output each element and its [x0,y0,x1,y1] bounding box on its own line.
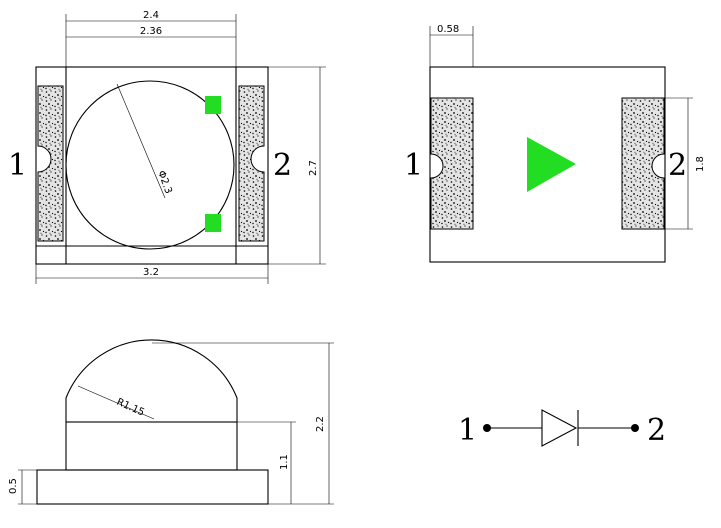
side-view: R1.15 2.2 1.1 0.5 [8,339,334,505]
diode-schematic: 1 2 [458,409,666,448]
dim-label-2-2: 2.2 [315,416,326,432]
bottom-pin-2-label: 2 [668,148,687,183]
dim-label-2-36: 2.36 [140,26,162,37]
bottom-pin-1-label: 1 [404,148,423,183]
top-pin-1-label: 1 [8,148,27,183]
dim-label-1-1: 1.1 [279,454,290,470]
top-view-outline [35,66,269,265]
side-radius-line [77,385,155,420]
side-body [65,421,238,471]
diode-symbol-icon [541,409,578,447]
top-marker-upper [205,96,221,114]
dim-label-2-4: 2.4 [143,10,159,21]
top-view: Φ2.3 1 2 2.4 2.36 3.2 2.7 [8,10,326,284]
dim-label-0-5: 0.5 [8,478,19,494]
schematic-pin-2-label: 2 [647,413,666,448]
lens-diameter-line [116,83,166,199]
top-pin-2-label: 2 [273,148,292,183]
top-marker-lower [205,214,221,232]
dim-label-2-7: 2.7 [308,160,319,176]
cathode-terminal-dot [631,424,639,432]
side-base [36,469,269,505]
polarity-triangle-icon [527,137,576,192]
side-radius-label: R1.15 [115,397,146,419]
dim-label-0-58: 0.58 [437,24,459,35]
schematic-pin-1-label: 1 [458,413,477,448]
bottom-view: 1 2 0.58 1.8 [404,24,706,263]
dim-label-1-8: 1.8 [695,156,706,172]
bottom-right-pad [621,97,665,230]
lens-diameter-label: Φ2.3 [155,169,173,195]
lens-circle [65,80,235,250]
side-dome [65,339,238,422]
top-left-pad [37,85,64,242]
bottom-left-pad [430,97,474,230]
bottom-view-outline [429,66,666,263]
dim-label-3-2: 3.2 [143,267,159,278]
top-right-pad [238,85,265,242]
